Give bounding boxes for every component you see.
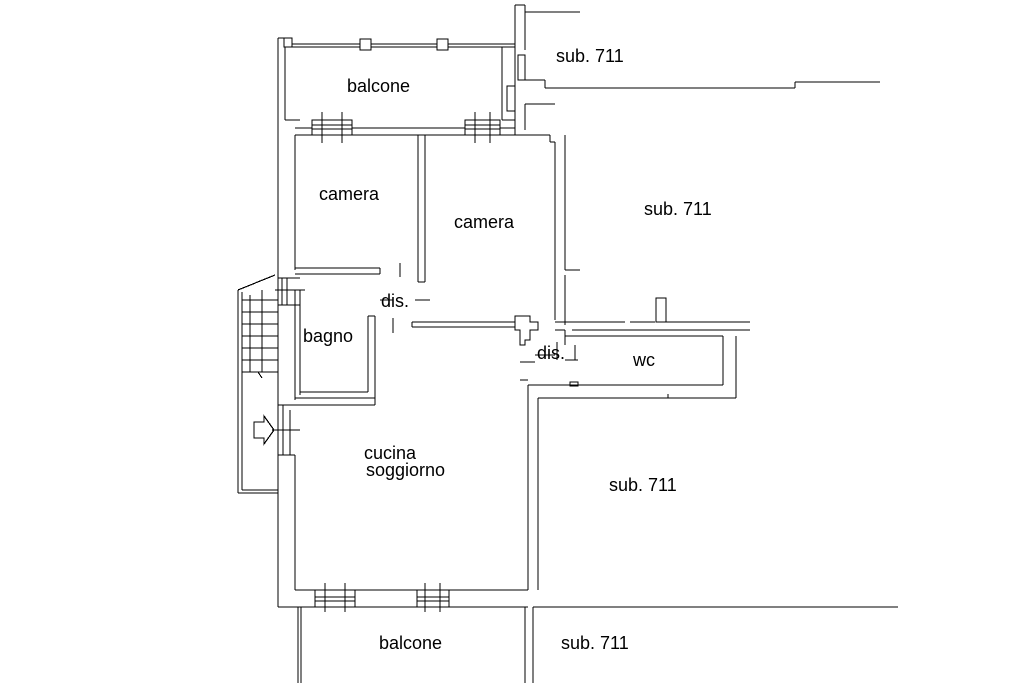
label-camera-right: camera — [454, 212, 515, 232]
living-room — [272, 404, 450, 612]
label-wc: wc — [632, 350, 655, 370]
label-dis-small: dis. — [537, 343, 565, 363]
corridor-bathroom — [275, 277, 515, 406]
label-sub-right-upper: sub. 711 — [644, 199, 712, 219]
label-sub-top: sub. 711 — [556, 46, 624, 66]
label-bagno: bagno — [303, 326, 353, 346]
shaft — [514, 4, 580, 135]
entrance-arrow-icon — [253, 414, 275, 446]
neighbor-boundaries — [525, 79, 898, 608]
staircase — [237, 274, 278, 494]
label-soggiorno: soggiorno — [366, 460, 445, 480]
label-dis-main: dis. — [381, 291, 409, 311]
balcony-bottom — [297, 607, 534, 683]
label-cucina: cucina — [364, 443, 417, 463]
label-sub-right-lower: sub. 711 — [609, 475, 677, 495]
label-camera-left: camera — [319, 184, 380, 204]
bedrooms — [295, 112, 580, 325]
label-balcone-top: balcone — [347, 76, 410, 96]
wc-area — [514, 297, 750, 399]
label-sub-bottom: sub. 711 — [561, 633, 629, 653]
balcony-top — [283, 37, 516, 121]
label-balcone-bottom: balcone — [379, 633, 442, 653]
